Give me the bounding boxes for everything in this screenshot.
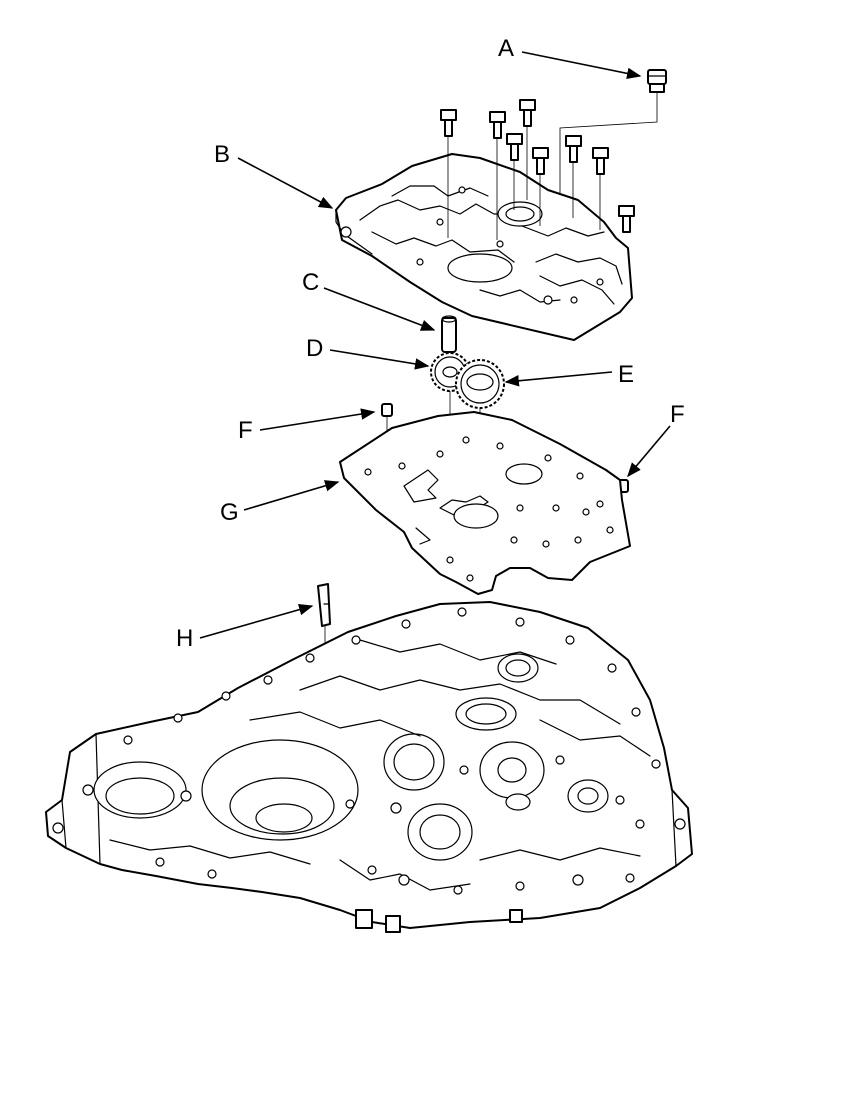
callout-f-left: F: [238, 408, 376, 444]
bolt-b6: [565, 135, 582, 218]
callout-c: C: [302, 269, 436, 331]
callout-label-c: C: [302, 269, 319, 296]
bolt-b7: [592, 147, 609, 230]
callout-e: E: [504, 361, 634, 388]
transmission-case: [45, 601, 693, 933]
part-h: [317, 583, 331, 666]
bolt-b2: [489, 111, 506, 240]
callout-label-f-left: F: [238, 417, 253, 444]
bolt-b1: [440, 109, 457, 238]
callout-b: B: [214, 141, 334, 209]
bolt-b5: [532, 147, 549, 226]
callout-a: A: [498, 35, 642, 80]
callout-label-h: H: [176, 625, 193, 652]
callout-g: G: [220, 480, 340, 526]
bolt-a: [559, 69, 667, 232]
bolt-b8: [618, 205, 635, 233]
pin-c: [441, 315, 457, 353]
callout-label-b: B: [214, 141, 230, 168]
dowel-f-left: [381, 403, 393, 440]
valve-body-bolts: [440, 99, 635, 240]
callout-label-g: G: [220, 499, 239, 526]
callout-h: H: [176, 604, 314, 652]
callout-f-right: F: [627, 401, 685, 478]
bolt-b3: [519, 99, 536, 200]
separator-plate-g: [339, 411, 631, 595]
callout-label-d: D: [306, 335, 323, 362]
gear-e: [455, 359, 505, 520]
callout-label-a: A: [498, 35, 514, 62]
upper-valve-body: [335, 153, 633, 341]
callout-label-e: E: [618, 361, 634, 388]
callout-label-f-right: F: [670, 401, 685, 428]
bolt-b4: [506, 133, 523, 210]
callout-d: D: [306, 335, 430, 370]
